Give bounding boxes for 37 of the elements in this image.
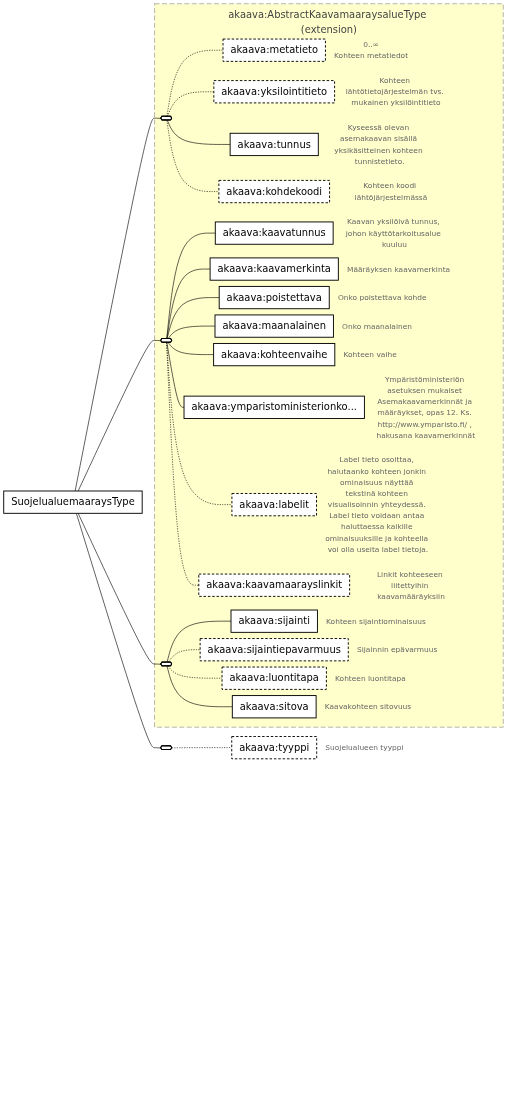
node-box: SuojelualuemaaraysType [3, 490, 143, 514]
node-box: akaava:tyyppi [231, 736, 318, 760]
node-box: akaava:ymparistoministerionko... [183, 395, 365, 419]
connector [166, 297, 220, 340]
node-box: akaava:maanalainen [214, 314, 334, 338]
connector [77, 340, 162, 492]
node-box: akaava:sitova [231, 695, 317, 719]
connector [167, 325, 216, 340]
connector [167, 119, 231, 145]
connector [166, 620, 232, 663]
node-box: akaava:kohteenvaihe [213, 343, 336, 367]
connector [76, 513, 162, 749]
connector [166, 342, 233, 505]
node-box: akaava:metatieto [222, 38, 326, 62]
connector [166, 665, 233, 708]
node-box: akaava:labelit [231, 493, 317, 517]
connector [166, 232, 216, 340]
connector [167, 665, 223, 679]
node-box: akaava:kaavatunnus [214, 221, 334, 245]
connector [171, 747, 233, 749]
node-box: akaava:kaavamerkinta [209, 257, 339, 281]
node-box: akaava:sijainti [230, 609, 318, 633]
connector [166, 342, 185, 408]
connector [167, 91, 215, 117]
node-box: akaava:kohdekoodi [218, 179, 331, 204]
connector [167, 342, 214, 355]
node-box: akaava:poistettava [218, 285, 330, 310]
node-box: akaava:yksilointitieto [213, 80, 336, 104]
connector [166, 268, 211, 340]
node-box: akaava:sijaintiepavarmuus [199, 638, 349, 662]
node-box: akaava:kaavamaarayslinkit [198, 573, 351, 597]
connector [77, 513, 162, 665]
node-box: akaava:luontitapa [221, 666, 327, 690]
connector [167, 649, 201, 663]
connector [166, 119, 220, 192]
connector [74, 117, 162, 492]
node-box: akaava:tunnus [229, 132, 319, 157]
